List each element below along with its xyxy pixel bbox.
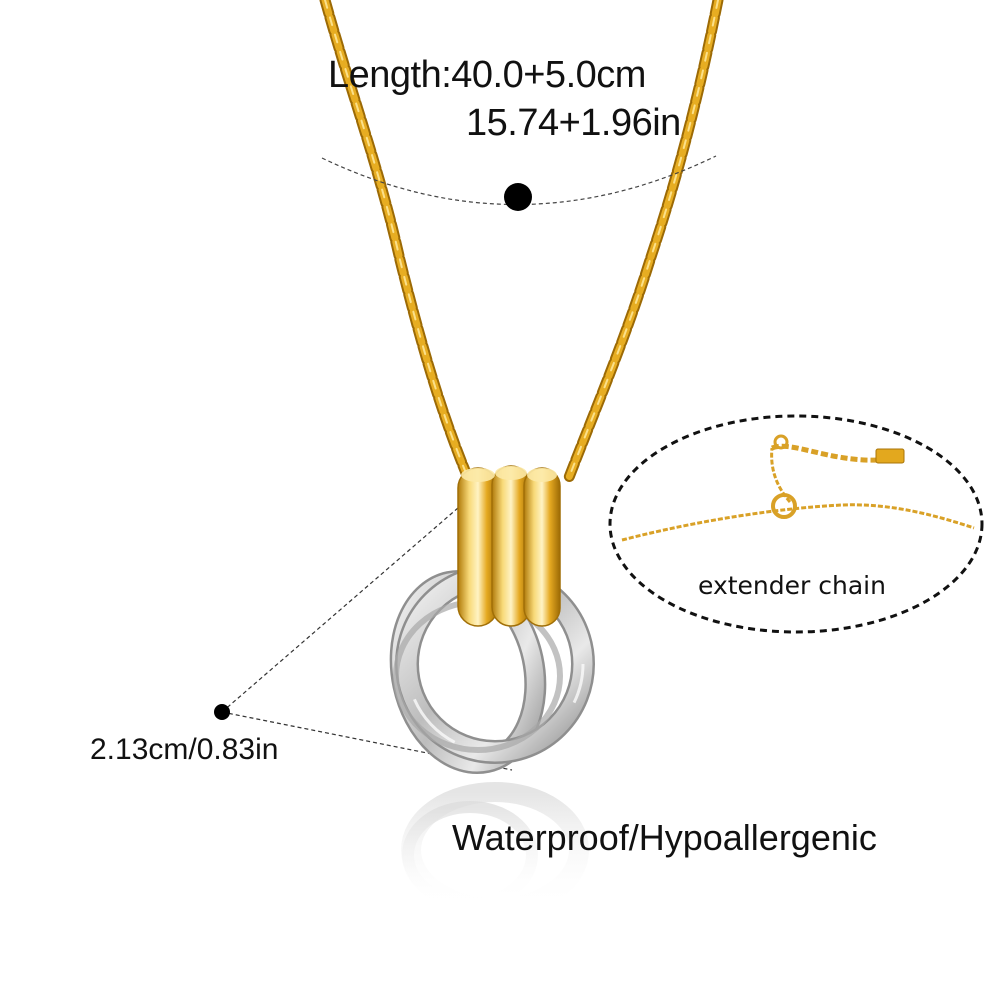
extender-inset (608, 414, 984, 634)
pendant-size-label: 2.13cm/0.83in (90, 733, 279, 766)
length-in-label: 15.74+1.96in (466, 102, 681, 144)
chain-left (319, 0, 474, 484)
length-cm-label: Length:40.0+5.0cm (328, 54, 646, 96)
extender-tag (875, 448, 905, 464)
extender-chain-label: extender chain (698, 571, 886, 600)
length-guide (321, 155, 717, 211)
chain-right (562, 0, 724, 486)
features-label: Waterproof/Hypoallergenic (452, 817, 877, 858)
lobster-clasp (771, 493, 797, 519)
pendant-reflection (401, 782, 589, 918)
gold-bail (457, 465, 561, 627)
size-marker-dot (214, 704, 230, 720)
length-marker-dot (504, 183, 532, 211)
